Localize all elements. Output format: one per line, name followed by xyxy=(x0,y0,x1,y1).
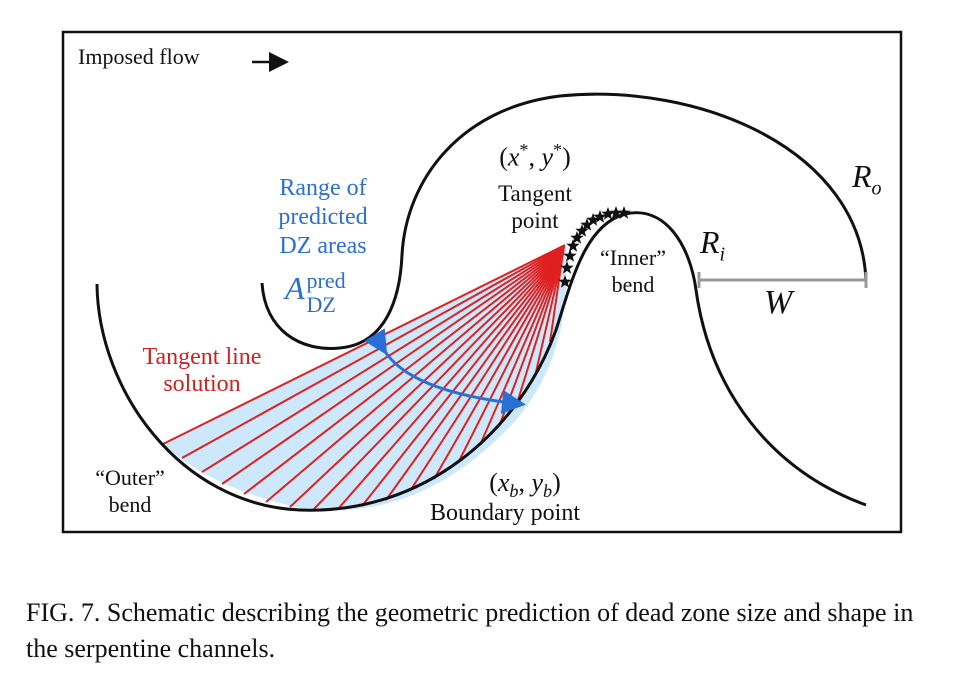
star-marker xyxy=(563,249,577,262)
star-marker xyxy=(601,207,615,220)
outer-bend-label: “Outer” bend xyxy=(95,465,165,517)
figure-frame xyxy=(61,30,903,534)
tangent-line xyxy=(162,244,566,445)
star-marker xyxy=(580,218,594,231)
star-marker xyxy=(575,224,589,237)
range-arrow xyxy=(364,328,526,414)
tangent-line-label: Tangent line solution xyxy=(142,344,262,397)
star-marker xyxy=(593,210,607,223)
ro-label: Ro xyxy=(852,158,882,200)
caption-label: FIG. 7. xyxy=(26,598,101,627)
schematic-figure xyxy=(61,30,903,534)
tangent-line xyxy=(535,257,564,373)
star-marker xyxy=(560,261,574,274)
boundary-label: Boundary point xyxy=(430,500,580,526)
area-symbol: A pred DZ xyxy=(285,268,346,317)
inner-channel-wall xyxy=(260,92,868,350)
imposed-flow-label: Imposed flow xyxy=(78,44,200,69)
tangent-point-stars xyxy=(558,206,631,288)
range-label: Range of predicted DZ areas xyxy=(278,175,368,259)
star-marker xyxy=(566,239,580,252)
star-marker xyxy=(617,206,631,219)
star-marker xyxy=(609,206,623,219)
inner-bend-label: “Inner” bend xyxy=(600,245,666,297)
outer-channel-wall xyxy=(95,211,867,512)
ri-label: Ri xyxy=(700,224,726,266)
tangent-point-label: Tangent point xyxy=(498,181,572,233)
tangent-point-coord: (x*, y*) xyxy=(499,140,571,172)
w-label: W xyxy=(764,284,793,321)
star-marker xyxy=(586,213,600,226)
tangent-line xyxy=(549,258,564,343)
boundary-coord: (xb, yb) xyxy=(489,468,561,502)
star-marker xyxy=(570,231,584,244)
figure-caption: FIG. 7. Schematic describing the geometr… xyxy=(26,595,936,667)
star-marker xyxy=(558,275,572,288)
caption-text: Schematic describing the geometric predi… xyxy=(26,598,914,663)
